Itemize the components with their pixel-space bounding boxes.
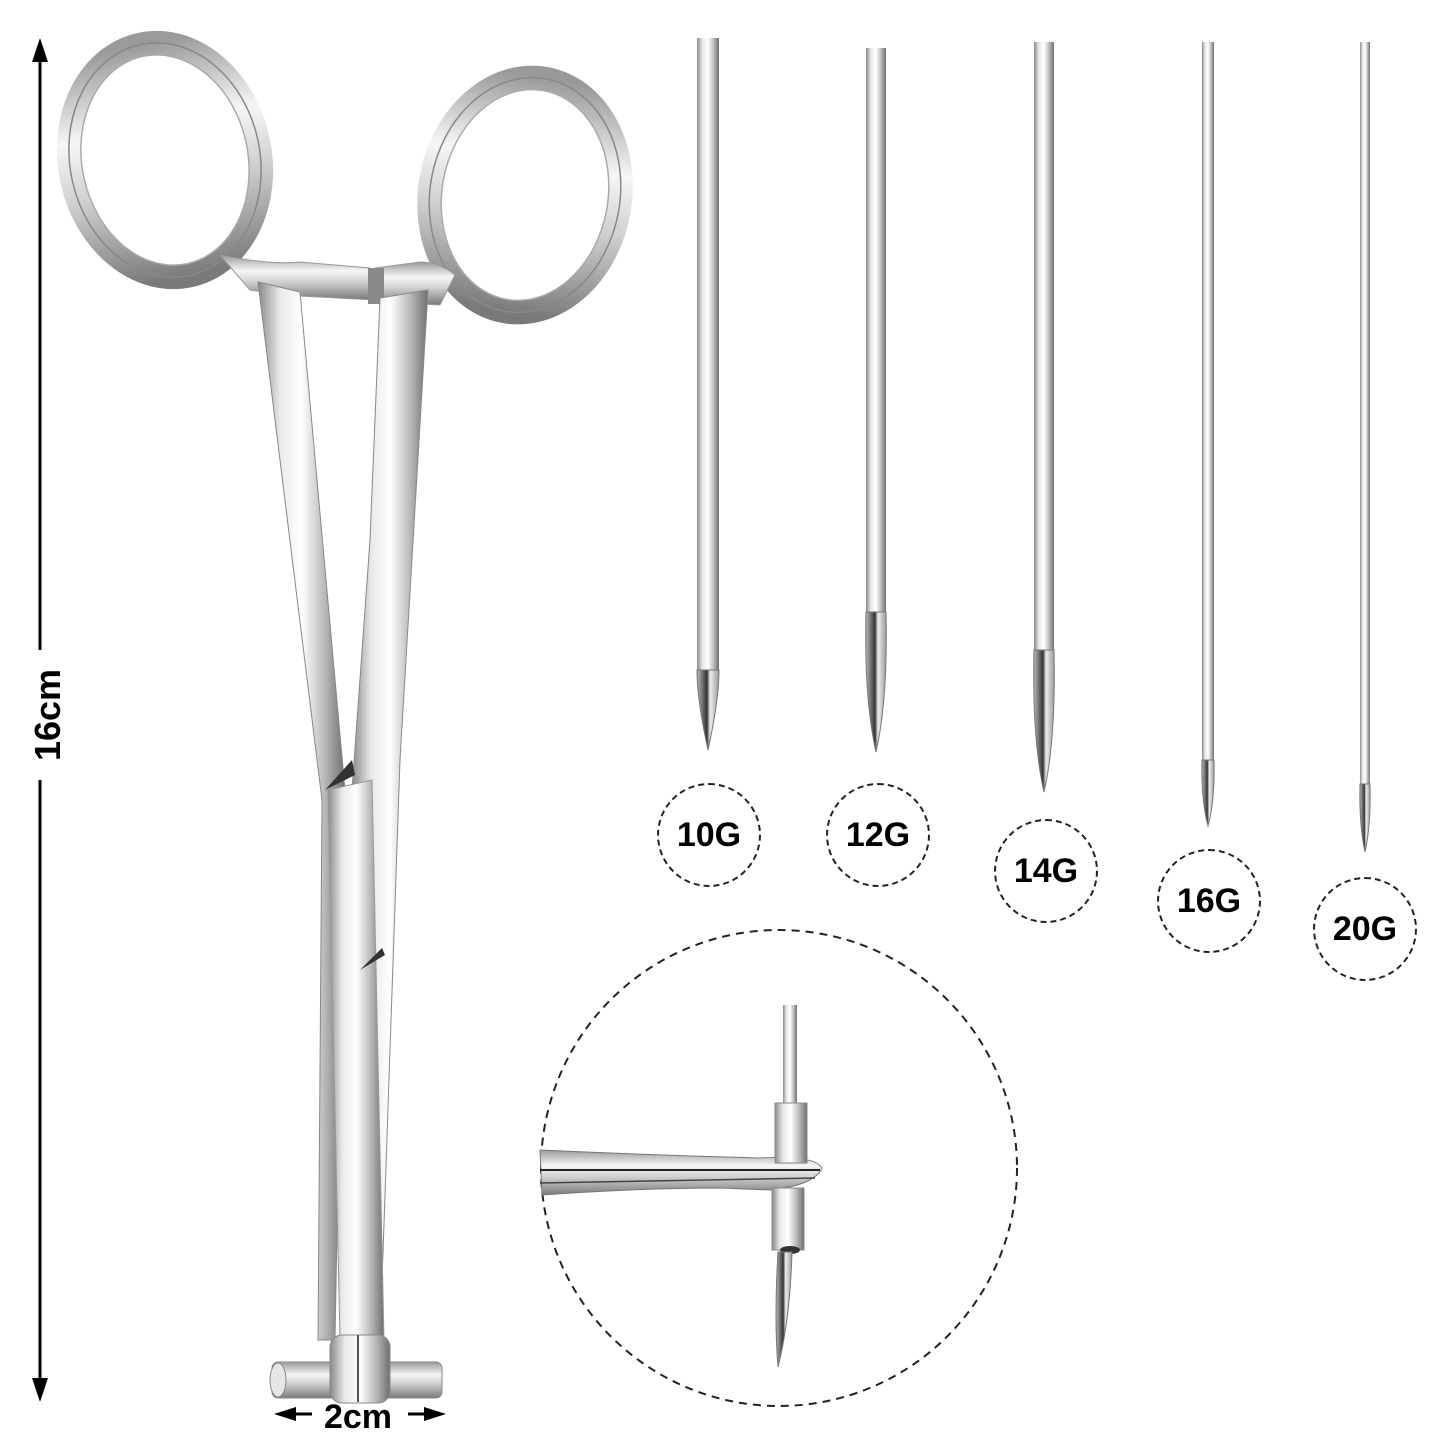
- gauge-label: 10G: [676, 815, 742, 854]
- gauge-badge-16g: 16G: [1157, 849, 1261, 953]
- gauge-label: 14G: [1013, 851, 1079, 890]
- gauge-label: 16G: [1176, 881, 1242, 920]
- needle-10g-icon: [696, 38, 720, 751]
- gauge-badge-12g: 12G: [826, 783, 930, 887]
- width-dimension-arrow: [274, 1407, 446, 1421]
- length-label: 16cm: [18, 665, 78, 765]
- needle-14g-icon: [1033, 42, 1055, 793]
- forceps-icon: [56, 30, 633, 1404]
- needle-12g-icon: [865, 48, 887, 753]
- gauge-label: 20G: [1332, 909, 1398, 948]
- detail-zoom-circle: [539, 929, 1018, 1407]
- length-dimension-arrow: [32, 38, 48, 1402]
- width-label-text: 2cm: [323, 1397, 393, 1436]
- length-label-text: 16cm: [27, 668, 69, 762]
- gauge-badge-10g: 10G: [657, 783, 761, 887]
- gauge-label: 12G: [845, 815, 911, 854]
- needle-16g-icon: [1201, 42, 1215, 828]
- gauge-badge-20g: 20G: [1313, 877, 1417, 981]
- gauge-badge-14g: 14G: [994, 819, 1098, 923]
- width-label: 2cm: [272, 1395, 444, 1439]
- needle-20g-icon: [1359, 42, 1371, 853]
